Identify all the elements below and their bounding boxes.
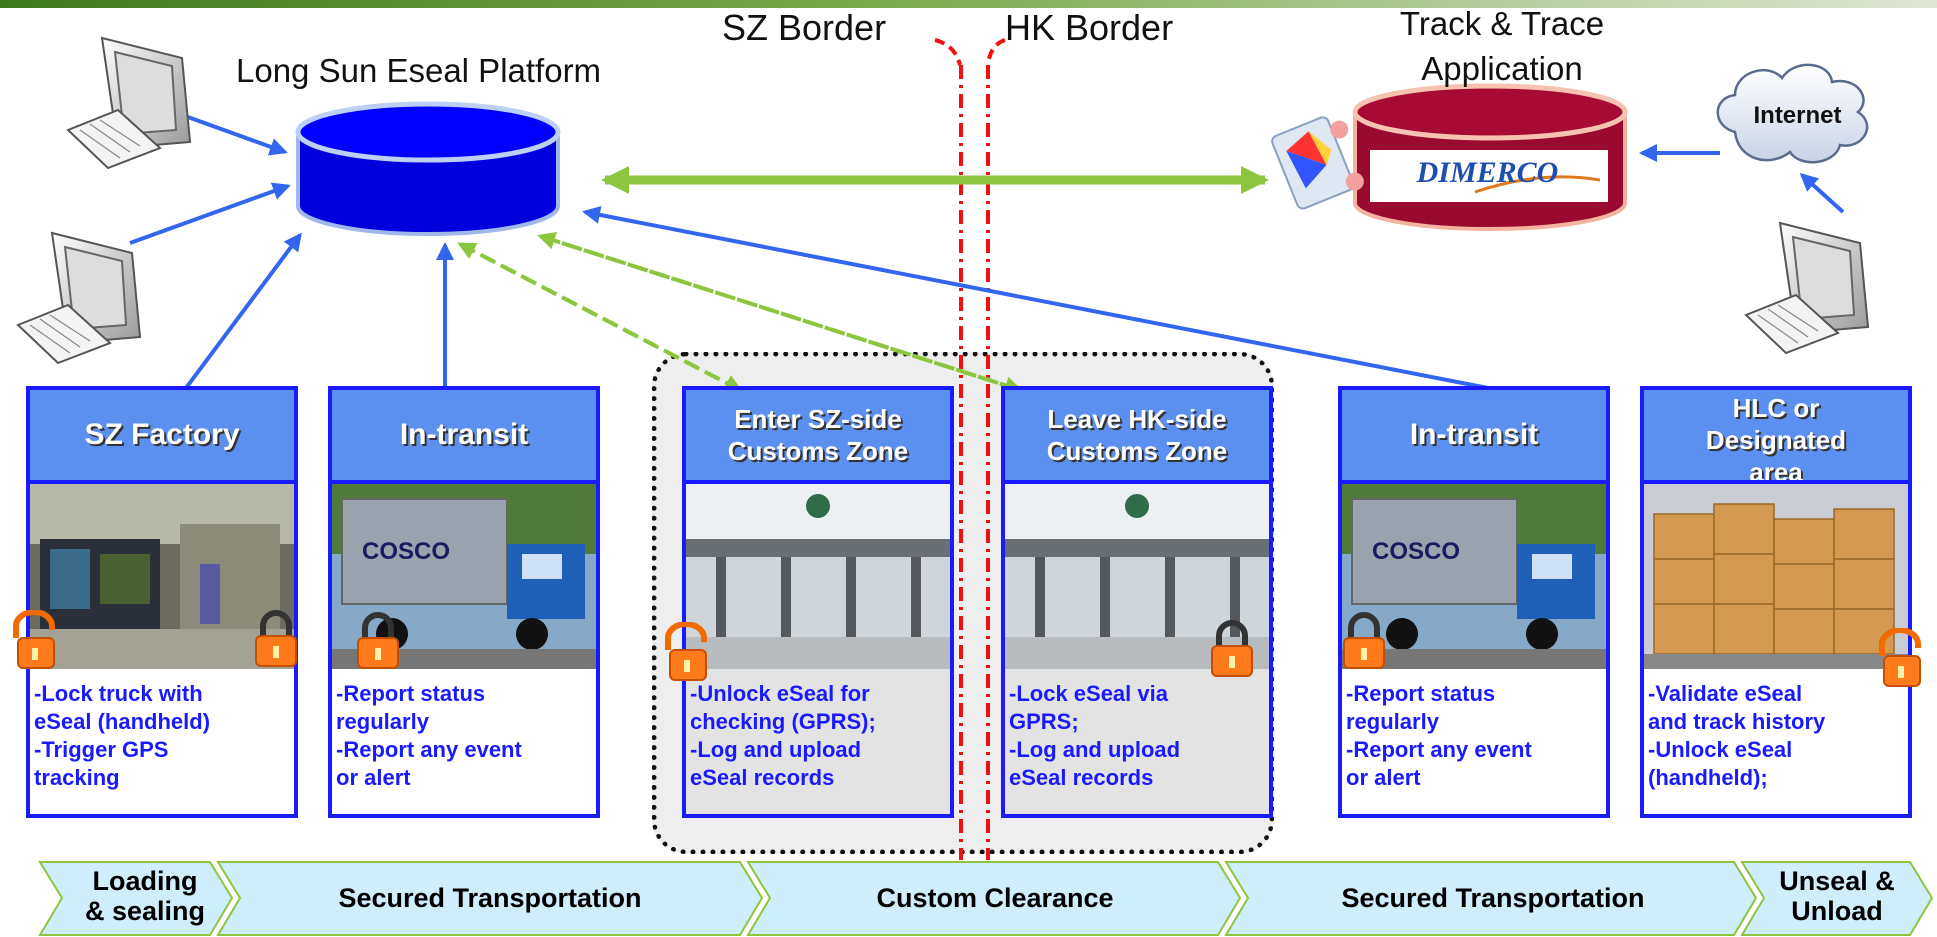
- stage-loading-sealing: Loading & sealing: [84, 866, 206, 926]
- card-title: In-transit: [332, 390, 596, 484]
- computer-icon: [1744, 221, 1870, 355]
- computer-icon: [16, 231, 142, 365]
- card-title: In-transit: [1342, 390, 1606, 484]
- svg-text:COSCO: COSCO: [362, 538, 450, 565]
- factory-photo: [30, 484, 294, 669]
- customs-photo: [1005, 484, 1269, 669]
- unlock-icon: [13, 610, 55, 669]
- green-dashed-arrows: [457, 232, 1023, 394]
- platform-label: Long Sun Eseal Platform: [236, 52, 602, 89]
- card-hlc-designated-area: HLC or Designated area -Validate eSeal a…: [1640, 386, 1912, 818]
- stage-bar: [38, 861, 1934, 936]
- card-description: -Report status regularly -Report any eve…: [1346, 681, 1532, 790]
- card-in-transit-2: In-transit COSCO -Report status regularl…: [1338, 386, 1610, 818]
- application-database-icon: [1352, 83, 1628, 231]
- card-in-transit-1: In-transit COSCO -Report status regularl…: [328, 386, 600, 818]
- card-title: Enter SZ-side Customs Zone: [686, 390, 950, 484]
- lock-icon: [1211, 620, 1253, 677]
- unlock-icon: [665, 622, 707, 681]
- computer-icon: [66, 36, 192, 170]
- card-leave-hk-customs: Leave HK-side Customs Zone -Lock eSeal v…: [1001, 386, 1273, 818]
- sz-border-label: SZ Border: [722, 7, 887, 48]
- hk-border-label: HK Border: [1005, 7, 1174, 48]
- card-description: -Lock truck with eSeal (handheld) -Trigg…: [34, 681, 211, 790]
- stage-custom-clearance: Custom Clearance: [876, 883, 1114, 913]
- truck-photo: COSCO: [1342, 484, 1606, 669]
- lock-icon: [255, 610, 297, 667]
- app-label-line1: Track & Trace: [1399, 5, 1605, 42]
- lock-icon: [357, 612, 399, 669]
- stage-unseal-unload: Unseal & Unload: [1779, 866, 1895, 926]
- unlock-icon: [1879, 628, 1921, 687]
- card-title: Leave HK-side Customs Zone: [1005, 390, 1269, 484]
- dimerco-logo: DIMERCO: [1416, 156, 1559, 189]
- blue-arrows: [129, 114, 1845, 390]
- svg-text:COSCO: COSCO: [1372, 538, 1460, 565]
- stage-secured-transportation-1: Secured Transportation: [338, 883, 642, 913]
- internet-label: Internet: [1753, 102, 1842, 129]
- card-description: -Report status regularly -Report any eve…: [336, 681, 522, 790]
- lock-icon: [1343, 612, 1385, 669]
- card-title: HLC or Designated area: [1644, 390, 1908, 484]
- card-title: SZ Factory: [30, 390, 294, 484]
- database-icon: [295, 101, 561, 236]
- card-sz-factory: SZ Factory -Lock truck with eSeal (handh…: [26, 386, 298, 818]
- warehouse-photo: [1644, 484, 1908, 669]
- customs-photo: [686, 484, 950, 669]
- card-description: -Lock eSeal via GPRS; -Log and upload eS…: [1009, 681, 1181, 790]
- top-accent-bar: [0, 0, 1937, 8]
- cloud-icon: [1716, 63, 1869, 164]
- handheld-device-icon: [1271, 116, 1364, 210]
- card-description: -Unlock eSeal for checking (GPRS); -Log …: [690, 681, 876, 790]
- border-lines: [934, 38, 1006, 860]
- app-label-line2: Application: [1421, 50, 1583, 87]
- stage-secured-transportation-2: Secured Transportation: [1341, 883, 1645, 913]
- truck-photo: COSCO: [332, 484, 596, 669]
- card-description: -Validate eSeal and track history -Unloc…: [1648, 681, 1826, 790]
- card-enter-sz-customs: Enter SZ-side Customs Zone -Unlock eSeal…: [682, 386, 954, 818]
